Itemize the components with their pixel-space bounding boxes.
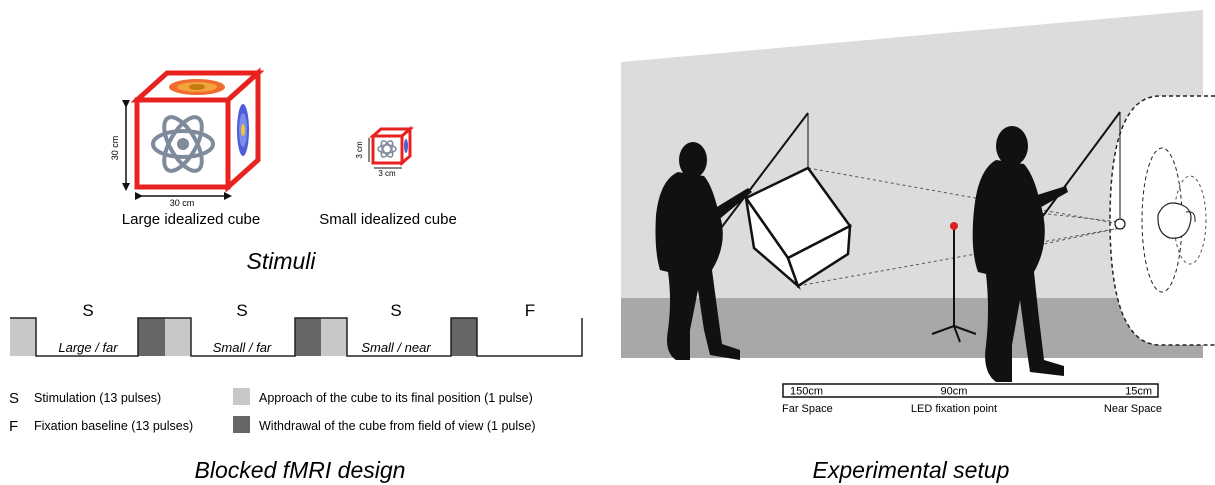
- design-legend: S Stimulation (13 pulses) F Fixation bas…: [9, 388, 536, 435]
- distance-scale-bar: [782, 383, 1159, 398]
- legend-text: Stimulation (13 pulses): [34, 391, 161, 405]
- led-fixation-label: LED fixation point: [911, 403, 997, 415]
- legend-swatch-dark: [233, 416, 250, 433]
- distance-label-near: 15cm: [1125, 386, 1152, 398]
- distance-label-mid: 90cm: [941, 386, 968, 398]
- blue-flower-icon: [237, 104, 249, 156]
- design-title: Blocked fMRI design: [195, 457, 406, 483]
- near-space-label: Near Space: [1104, 403, 1162, 415]
- presented-cube: [744, 166, 852, 291]
- block-letter: S: [236, 301, 247, 320]
- legend-text: Withdrawal of the cube from field of vie…: [259, 419, 536, 433]
- distance-label-far: 150cm: [790, 386, 823, 398]
- legend-symbol: S: [9, 390, 19, 407]
- small-presented-cube: [1114, 218, 1126, 230]
- large-cube-caption: Large idealized cube: [122, 211, 260, 228]
- large-cube-height-label: 30 cm: [110, 136, 120, 161]
- stimuli-title: Stimuli: [246, 248, 316, 274]
- block-timeline: [10, 317, 583, 357]
- withdrawal-block: [451, 318, 477, 356]
- pole-rod: [1039, 111, 1121, 221]
- block-letter: S: [82, 301, 93, 320]
- atom-icon: [151, 115, 215, 173]
- small-cube-height-label: 3 cm: [355, 141, 364, 159]
- block-condition: Small / near: [361, 340, 431, 355]
- led-fixation-stand: [931, 222, 977, 343]
- sight-lines: [797, 167, 1121, 287]
- scanner-bore: [1109, 95, 1215, 346]
- withdrawal-block: [138, 318, 165, 356]
- withdrawal-block: [295, 318, 321, 356]
- approach-block: [165, 318, 191, 356]
- far-space-label: Far Space: [782, 403, 833, 415]
- legend-text: Fixation baseline (13 pulses): [34, 419, 193, 433]
- monkey-head-icon: [1157, 202, 1192, 239]
- experimenter-silhouette-near: [972, 126, 1068, 382]
- block-condition: Small / far: [213, 340, 272, 355]
- legend-text: Approach of the cube to its final positi…: [259, 391, 533, 405]
- small-cube: [368, 125, 414, 169]
- experimenter-silhouette-far: [655, 142, 752, 360]
- large-cube: [122, 67, 265, 200]
- sun-flower-icon: [169, 79, 225, 95]
- setup-title: Experimental setup: [813, 457, 1010, 483]
- small-cube-width-label: 3 cm: [378, 169, 396, 178]
- block-letter: F: [525, 301, 535, 320]
- large-cube-width-label: 30 cm: [170, 198, 195, 208]
- timeline-trace: [10, 317, 583, 357]
- small-cube-caption: Small idealized cube: [319, 211, 457, 228]
- legend-swatch-light: [233, 388, 250, 405]
- block-letter: S: [390, 301, 401, 320]
- distance-scale: 150cm 90cm 15cm Far Space LED fixation p…: [782, 383, 1162, 415]
- pole-rod: [711, 112, 809, 241]
- approach-block: [10, 318, 36, 356]
- floor-strip: [621, 298, 1203, 358]
- block-condition: Large / far: [58, 340, 118, 355]
- approach-block: [321, 318, 347, 356]
- legend-symbol: F: [9, 418, 18, 435]
- small-atom-icon: [377, 140, 397, 158]
- led-icon: [950, 222, 958, 230]
